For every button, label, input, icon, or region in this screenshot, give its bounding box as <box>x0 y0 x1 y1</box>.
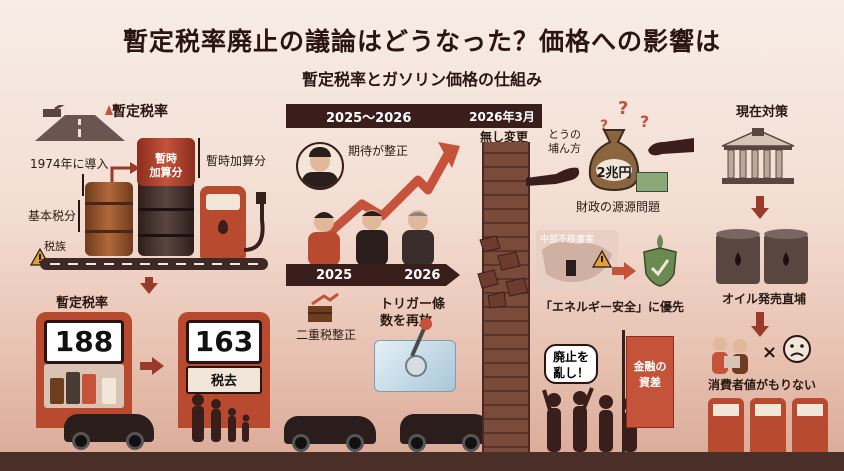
family-icon <box>192 394 250 442</box>
down-arrow-left-stem <box>145 277 153 285</box>
car-mid-1-wheel-2 <box>346 434 364 452</box>
road-strip <box>40 258 268 270</box>
price-before: 188 <box>44 320 124 364</box>
government-building-icon <box>721 128 795 184</box>
car-left-wheel-1 <box>72 432 90 450</box>
oil-label: オイル発売直埔 <box>722 292 807 306</box>
rising-trend-arrow <box>323 142 460 240</box>
base-bracket <box>78 200 80 232</box>
year-2026-label: 2026 <box>404 267 441 283</box>
money-bag-icon <box>588 129 640 192</box>
banner-pole <box>622 330 625 452</box>
down-arrow-left <box>140 283 158 294</box>
middle-east-label: 中部不移書害 <box>540 235 595 245</box>
base-tax-label: 基本税分 <box>28 209 77 223</box>
money-amount: 2兆円 <box>596 166 632 181</box>
energy-priority-label: 「エネルギー安全」に優先 <box>540 300 685 314</box>
price-pump-after: 163 税去 <box>178 312 270 428</box>
page-title: 暫定税率廃止の議論はどうなった？価格への影響は <box>122 27 721 56</box>
surcharge-barrel-label: 暫時 加算分 <box>149 152 183 179</box>
after-caption: 税去 <box>186 366 262 394</box>
march-label: 2026年3月 <box>469 109 535 124</box>
timeline-banner: 2025〜2026 <box>286 104 472 128</box>
pump-right-2 <box>750 398 786 452</box>
right-section-title: 現在対策 <box>736 105 789 120</box>
surcharge-label: 暫時加算分 <box>206 154 267 168</box>
ground-strip <box>0 452 844 471</box>
consumer-label: 消費者値がもりない <box>708 378 817 392</box>
march-box: 2026年3月 <box>462 104 542 128</box>
alert-icon <box>592 250 612 268</box>
down-arrow-right-2-stem <box>756 312 764 328</box>
fuel-hose-icon <box>243 192 266 252</box>
how-fill-label: とうの 埔ん方 <box>548 128 581 155</box>
map-to-shield-arrow-stem <box>612 267 626 275</box>
trigger-label: トリガー條 数を再放 <box>380 297 446 329</box>
abolish-speech-bubble: 廃止を 亂し！ <box>544 344 598 384</box>
cash-stack-icon <box>636 172 668 192</box>
intro-year-label: 1974年に導入 <box>30 157 109 171</box>
map-shape <box>542 242 612 282</box>
car-mid-1-wheel-1 <box>292 434 310 452</box>
expectation-label: 期待が整正 <box>348 144 409 158</box>
timeline-banner-text: 2025〜2026 <box>326 110 412 126</box>
crumbling-bricks <box>477 235 529 309</box>
sad-face-icon <box>783 335 811 363</box>
down-arrow-right-1 <box>751 208 769 219</box>
car-mid-2-wheel-1 <box>408 434 426 452</box>
car-left-wheel-2 <box>126 432 144 450</box>
protest-banner-text: 金融の 資差 <box>633 360 667 389</box>
protest-banner: 金融の 資差 <box>626 336 674 428</box>
car-mid-2-wheel-2 <box>462 434 480 452</box>
fuel-pump-icon <box>200 186 246 258</box>
fiscal-issue-label: 財政の源源問題 <box>576 200 661 214</box>
page-subtitle: 暫定税率とガソリン価格の仕組み <box>301 70 542 89</box>
left-section-title: 暫定税率 <box>112 104 168 120</box>
question-mark-3: ? <box>600 118 609 134</box>
times-sign: × <box>762 342 778 363</box>
surcharge-bracket <box>198 138 200 178</box>
right-arrow-prices-stem <box>140 362 154 370</box>
tax-label: 税族 <box>44 240 66 253</box>
rate-title: 暫定税率 <box>56 296 109 311</box>
double-tax-icon <box>308 292 339 322</box>
down-arrow-right-2 <box>751 326 769 337</box>
pump-right-1 <box>708 398 744 452</box>
pump-right-3 <box>792 398 828 452</box>
road-work-icon <box>35 105 125 141</box>
consumers-icon <box>712 337 748 374</box>
year-banner: 2025 2026 <box>286 264 446 286</box>
no-change-label: 無し変更 <box>480 130 529 144</box>
price-after: 163 <box>186 320 262 364</box>
question-mark-1: ? <box>618 98 629 119</box>
trigger-lever-icon <box>410 318 432 357</box>
stacked-barrels <box>137 138 195 256</box>
double-tax-label: 二重税整正 <box>296 328 357 342</box>
oil-tanks-icon <box>716 229 808 284</box>
politicians-group <box>308 210 434 266</box>
protesters-icon <box>542 387 637 452</box>
hand-left-icon <box>526 167 580 186</box>
year-2025-label: 2025 <box>316 267 353 283</box>
energy-shield-icon <box>643 234 677 287</box>
price-pump-before: 188 <box>36 312 132 428</box>
politician-portrait <box>296 142 344 190</box>
question-mark-2: ? <box>640 112 650 131</box>
base-barrel <box>85 182 133 256</box>
year-banner-tip <box>446 264 460 286</box>
down-arrow-right-1-stem <box>756 196 764 210</box>
hand-right-icon <box>648 138 694 156</box>
right-arrow-prices <box>152 357 164 375</box>
mini-barrels-panel <box>44 364 124 408</box>
map-to-shield-arrow <box>624 262 636 280</box>
rise-arrow-icon <box>110 162 140 182</box>
intro-pointer <box>82 174 84 196</box>
